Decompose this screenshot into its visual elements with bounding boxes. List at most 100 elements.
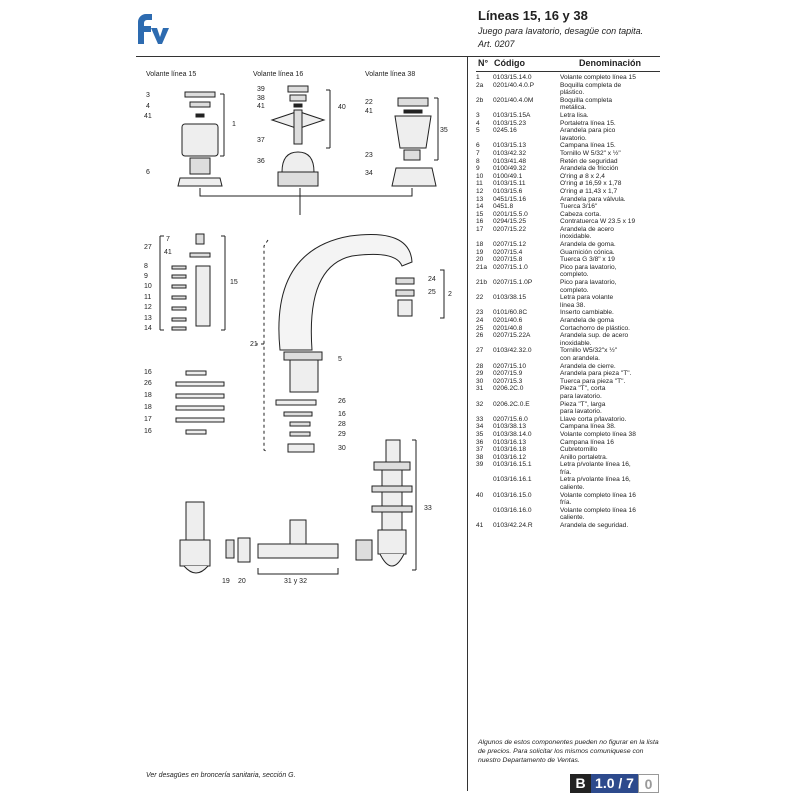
row-description: Tornillo W 5/32" x ½" <box>560 149 621 157</box>
row-description: Arandela de cierre. <box>560 362 616 370</box>
row-code <box>493 233 560 241</box>
row-description: Letra para volante <box>560 294 614 302</box>
row-code: 0451.8 <box>493 203 514 211</box>
row-number: 31 <box>476 385 484 393</box>
row-code <box>493 469 560 477</box>
row-description: Volante completo línea 15 <box>560 74 636 81</box>
row-description: Arandela sup. de acero <box>560 332 629 340</box>
table-row: lavatorio. <box>476 135 660 143</box>
callout: 28 <box>338 421 346 428</box>
callout: 35 <box>440 127 448 134</box>
row-code: 0207/15.12 <box>493 241 527 249</box>
row-description: O'ring ø 8 x 2,4 <box>560 172 605 180</box>
row-code: 0245.16 <box>493 127 517 135</box>
row-description: Guarnición cónica. <box>560 248 615 256</box>
table-row: línea 38. <box>476 302 660 310</box>
row-description: Letra lisa. <box>560 111 589 119</box>
row-description: Pieza "T", corta <box>560 385 606 393</box>
callout: 16 <box>338 411 346 418</box>
row-description: Tuerca 3/16" <box>560 203 598 211</box>
row-description: para lavatorio. <box>560 392 602 400</box>
row-number <box>476 271 493 279</box>
article-number: Art. 0207 <box>478 39 515 49</box>
row-description: Arandela de goma <box>560 317 614 324</box>
row-description: Boquilla completa de <box>560 81 622 89</box>
row-description: O'ring ø 11,43 x 1,7 <box>560 187 618 195</box>
callout: 26 <box>338 398 346 405</box>
row-code <box>493 135 560 143</box>
row-description: Campana línea 38. <box>560 423 616 431</box>
row-number: 2b <box>476 96 484 104</box>
row-code: 0100/49.32 <box>493 165 527 173</box>
row-description: inoxidable. <box>560 339 592 347</box>
row-code: 0103/38.15 <box>493 294 527 302</box>
row-description: completo. <box>560 286 589 294</box>
page-badge: 1.0 / 7 <box>591 774 638 793</box>
row-number: 1 <box>476 74 480 81</box>
row-number: 33 <box>476 415 484 423</box>
callout: 1 <box>232 121 236 128</box>
row-number: 18 <box>476 241 484 249</box>
row-description: O'ring ø 16,59 x 1,78 <box>560 180 622 188</box>
page-title: Líneas 15, 16 y 38 <box>478 8 588 23</box>
table-row: inoxidable. <box>476 340 660 348</box>
row-code: 0103/16.16.0 <box>493 506 532 514</box>
row-description: lavatorio. <box>560 134 587 142</box>
row-number <box>476 507 493 515</box>
row-number: 4 <box>476 119 480 127</box>
row-description: Cabeza corta. <box>560 210 602 218</box>
row-description: caliente. <box>560 484 585 492</box>
row-description: inoxidable. <box>560 233 592 241</box>
row-code <box>493 484 560 492</box>
group-label-15: Volante línea 15 <box>146 71 197 78</box>
row-code <box>493 89 560 97</box>
row-description: con arandela. <box>560 354 600 362</box>
row-description: Pico para lavatorio, <box>560 279 617 287</box>
callout: 16 <box>144 369 152 376</box>
row-code <box>493 271 560 279</box>
row-number <box>476 408 493 416</box>
table-row: completo. <box>476 271 660 279</box>
row-code: 0103/42.32 <box>493 149 527 157</box>
row-number <box>476 340 493 348</box>
callout: 16 <box>144 428 152 435</box>
row-number: 28 <box>476 362 484 370</box>
row-description: Pieza "T", larga <box>560 400 606 408</box>
row-description: Arandela para válvula. <box>560 195 626 203</box>
row-code: 0294/15.25 <box>493 218 527 226</box>
row-number: 38 <box>476 453 484 461</box>
fv-logo <box>134 10 170 46</box>
row-number: 35 <box>476 430 484 438</box>
row-code: 0103/38.14.0 <box>493 430 532 438</box>
section-badge: B <box>570 774 591 793</box>
row-code: 0206.2C.0 <box>493 385 524 393</box>
row-code: 0451/15.16 <box>493 195 527 203</box>
row-description: caliente. <box>560 514 585 522</box>
row-number: 40 <box>476 491 484 499</box>
row-code: 0207/15.9 <box>493 370 523 378</box>
row-code: 0103/41.48 <box>493 157 527 165</box>
callout: 26 <box>144 380 152 387</box>
callout: 41 <box>164 249 172 256</box>
callout: 11 <box>144 294 152 301</box>
row-description: fría. <box>560 499 572 507</box>
callout: 39 <box>257 86 265 93</box>
table-row: caliente. <box>476 514 660 522</box>
